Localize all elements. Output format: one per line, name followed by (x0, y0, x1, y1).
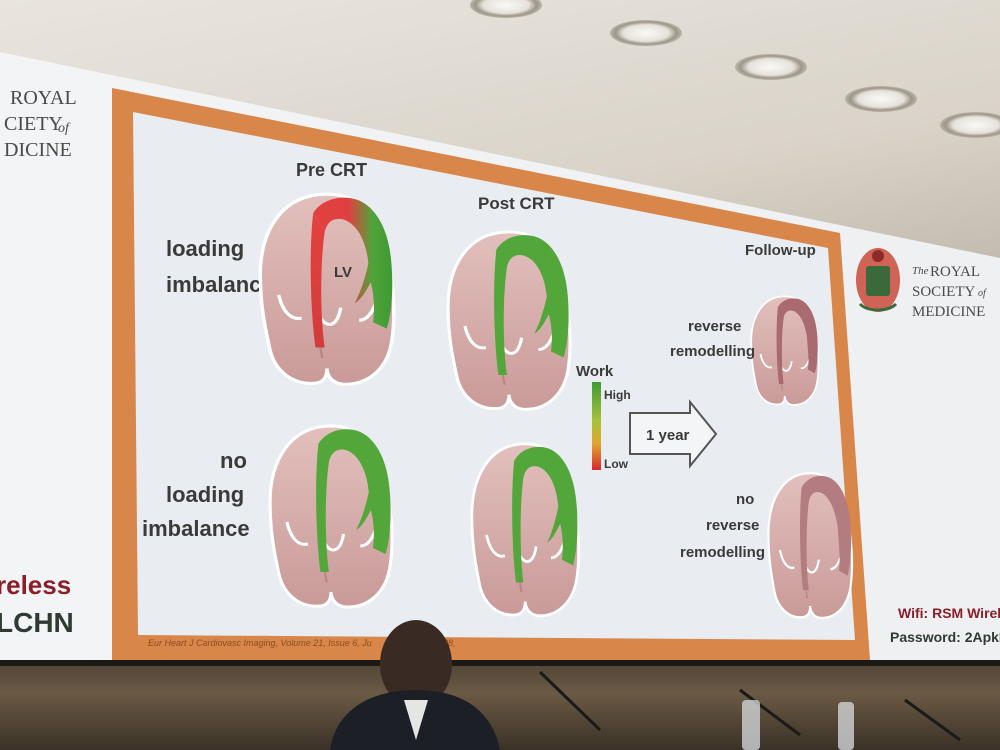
row1-label-line2: imbalance (166, 272, 274, 297)
ceiling-light (470, 0, 542, 18)
ceiling-light (845, 86, 917, 112)
work-legend-title: Work (576, 363, 614, 380)
row2-label-line1: no (220, 448, 247, 473)
work-low-label: Low (604, 457, 629, 471)
work-high-label: High (604, 388, 631, 402)
logo-left-of: of (58, 121, 71, 136)
heart-follow-no-reverse (767, 472, 854, 620)
ceiling-light (940, 112, 1000, 138)
presenter (330, 620, 500, 750)
title-follow-up: Follow-up (745, 242, 816, 259)
heart-follow-reverse (750, 295, 820, 406)
heart-pre-imbalance (258, 192, 396, 387)
rsm-crest-icon (856, 248, 900, 312)
lv-label: LV (334, 264, 352, 281)
follow2-line1: no (736, 491, 754, 508)
follow2-line2: reverse (706, 517, 759, 534)
heart-post-no-imbalance (470, 442, 581, 618)
wall (0, 655, 1000, 750)
heart-pre-no-imbalance (268, 424, 394, 609)
wifi-left-line2: LCHN (0, 607, 74, 638)
follow2-line3: remodelling (680, 544, 765, 561)
heart-post-imbalance (446, 230, 572, 411)
water-bottle (838, 702, 854, 750)
logo-left-line1: ROYAL (10, 87, 77, 109)
follow1-line2: remodelling (670, 343, 755, 360)
citation: Eur Heart J Cardiovasc Imaging, Volume 2… (148, 638, 372, 648)
row2-label-line3: imbalance (142, 516, 250, 541)
logo-right-line3: MEDICINE (912, 304, 985, 320)
logo-right-the: The (912, 265, 929, 277)
logo-right-line2: SOCIETY (912, 284, 976, 300)
microphone (739, 688, 801, 737)
work-color-bar (592, 382, 601, 470)
logo-right-line1: ROYAL (930, 264, 980, 280)
wifi-left-line1: reless (0, 570, 71, 600)
wifi-right-line2: Password: 2ApkL (890, 629, 1000, 645)
one-year-arrow (629, 399, 718, 469)
logo-right-of: of (978, 288, 987, 299)
title-pre-crt: Pre CRT (296, 160, 367, 180)
logo-left-line2: CIETY (4, 113, 63, 135)
wifi-right-line1: Wifi: RSM Wirele (898, 605, 1000, 621)
ceiling-light (610, 20, 682, 46)
screen-bottom-edge (0, 660, 1000, 666)
ceiling-light (735, 54, 807, 80)
microphone (904, 698, 961, 742)
row1-label-line1: loading (166, 236, 244, 261)
logo-left-line3: DICINE (4, 139, 72, 161)
title-post-crt: Post CRT (478, 194, 555, 213)
microphone (538, 670, 602, 732)
one-year-label: 1 year (646, 427, 690, 444)
water-bottle (742, 700, 760, 750)
row2-label-line2: loading (166, 482, 244, 507)
follow1-line1: reverse (688, 318, 741, 335)
